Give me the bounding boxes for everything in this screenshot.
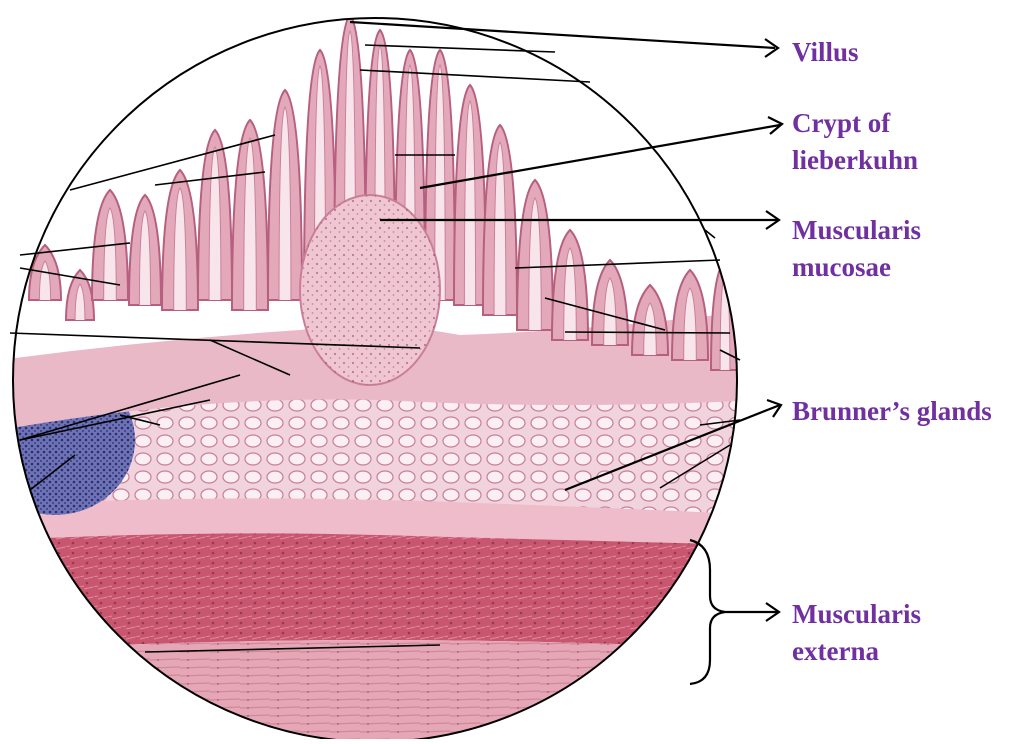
label-crypt-line2: lieberkuhn	[792, 142, 918, 179]
muscularis-externa-brace	[690, 540, 725, 684]
label-crypt-line1: Crypt of	[792, 105, 918, 142]
label-brunners-glands: Brunner’s glands	[792, 393, 992, 430]
label-villus-text: Villus	[792, 34, 859, 71]
label-muscularis-mucosae: Muscularis mucosae	[792, 212, 921, 286]
label-crypt-of-lieberkuhn: Crypt of lieberkuhn	[792, 105, 918, 179]
label-brunners-glands-text: Brunner’s glands	[792, 393, 992, 430]
label-villus: Villus	[792, 34, 859, 71]
label-muscularis-mucosae-line1: Muscularis	[792, 212, 921, 249]
label-muscularis-mucosae-line2: mucosae	[792, 249, 921, 286]
label-muscularis-externa: Muscularis externa	[792, 596, 921, 670]
label-muscularis-externa-line1: Muscularis	[792, 596, 921, 633]
label-muscularis-externa-line2: externa	[792, 633, 921, 670]
